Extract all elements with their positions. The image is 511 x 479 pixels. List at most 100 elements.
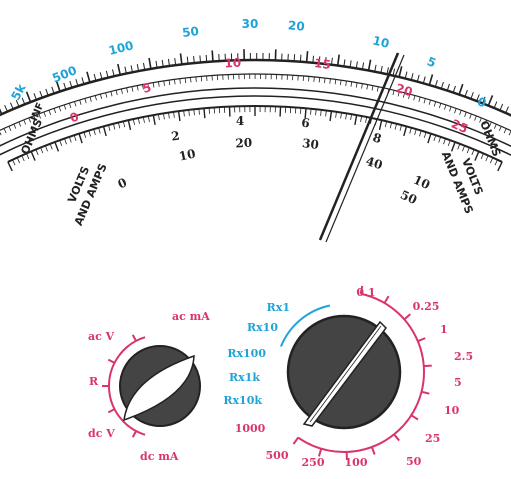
ac-tick [408,94,411,100]
dc-top-value: 2 [170,129,180,144]
ohms-tick [349,60,352,68]
ac-tick [428,99,431,105]
ohms-tick [434,79,438,87]
dc-tick [26,153,30,160]
ohms-major-tick [179,53,183,65]
ac-tick [329,78,331,84]
ac-tick [63,104,67,110]
dc-tick [360,115,363,122]
ohms-tick [112,69,115,77]
range-value-label: 50 [406,455,422,468]
range-position-tick [393,433,400,442]
dc-major-tick [102,126,107,137]
ohms-tick [299,54,302,62]
dc-tick [73,135,77,142]
dc-major-tick [329,111,333,122]
ac-tick [74,101,77,107]
dc-tick [471,149,475,156]
dc-tick [409,127,412,134]
ac-tick [147,83,150,89]
ac-tick [8,126,12,131]
dc-tick [122,121,126,128]
dc-tick [59,140,63,147]
function-position-label: R [89,375,99,388]
dc-tick [433,135,437,142]
ac-tick [366,84,369,90]
ohms-value: 30 [242,17,259,31]
ohms-major-tick [305,51,309,63]
dc-major-tick [427,133,432,144]
ac-tick [438,103,442,109]
dc-major-tick [497,161,503,172]
dc-major-tick [152,114,156,126]
ohms-tick [374,64,377,72]
ac-value: 15 [313,56,331,72]
dc-major-tick [354,114,358,126]
ac-tick [58,106,62,112]
ohms-major-tick [148,57,152,69]
mirror-band-inner [0,95,511,156]
ohms-tick [15,100,20,107]
range-position-tick [359,285,364,294]
ac-tick [18,121,22,127]
ohms-tick [452,85,456,93]
ohms-tick [331,57,333,65]
ohms-tick [355,61,358,69]
dc-tick [490,157,494,164]
range-selector[interactable]: Rx1Rx10Rx100Rx1kRx10k0.10.2512.551025501… [223,285,473,469]
ohms-tick [470,92,474,99]
ac-tick [23,119,27,125]
dc-tick [394,123,397,130]
ohms-tick [422,76,426,84]
dc-major-tick [203,108,206,119]
ohms-scale-arc [0,58,511,117]
ac-tick [53,108,57,114]
range-value-label: 1 [440,323,448,336]
dc-major-tick [304,108,307,119]
dc-tick [188,109,190,116]
dc-tick [64,138,67,145]
ac-tick [361,83,363,89]
dc-tick [163,113,165,120]
mirror-band-outer [0,87,511,148]
ohms-tick [39,90,43,98]
ohm-range-label: Rx1 [267,301,290,314]
ohms-tick [75,78,79,86]
ac-tick [94,95,97,101]
dc-tick [365,116,368,123]
function-position-label: ac V [88,330,115,343]
ac-tick [100,93,103,99]
ac-tick [68,103,72,109]
ac-tick [174,79,176,85]
ac-tick [43,111,46,117]
ac-tick [469,113,472,119]
ohms-major-tick [398,66,403,78]
ohms-tick [464,89,468,97]
ac-value: 5 [141,80,152,96]
dc-tick [399,124,402,131]
ohms-tick [124,66,127,74]
dc-bottom-value: 50 [398,188,419,208]
ac-tick [126,87,129,93]
dc-tick [480,153,484,160]
dc-tick [173,111,175,118]
ac-tick [142,84,144,90]
range-position-tick [383,295,390,304]
ohm-range-label: Rx10k [223,394,262,407]
ac-tick [110,91,113,97]
ac-tick [136,85,139,91]
ac-tick [418,96,421,102]
ohms-tick [93,73,97,81]
ac-tick [340,80,342,86]
meter-needle-icon [318,52,400,241]
dc-tick [340,112,342,119]
ohms-major-tick [117,63,122,76]
ohms-value: 20 [287,18,305,33]
knob-pointer-icon [302,320,387,427]
function-position-tick [131,334,137,342]
dc-tick [183,110,185,117]
ohms-tick [81,77,85,85]
ohms-major-tick [336,54,340,66]
